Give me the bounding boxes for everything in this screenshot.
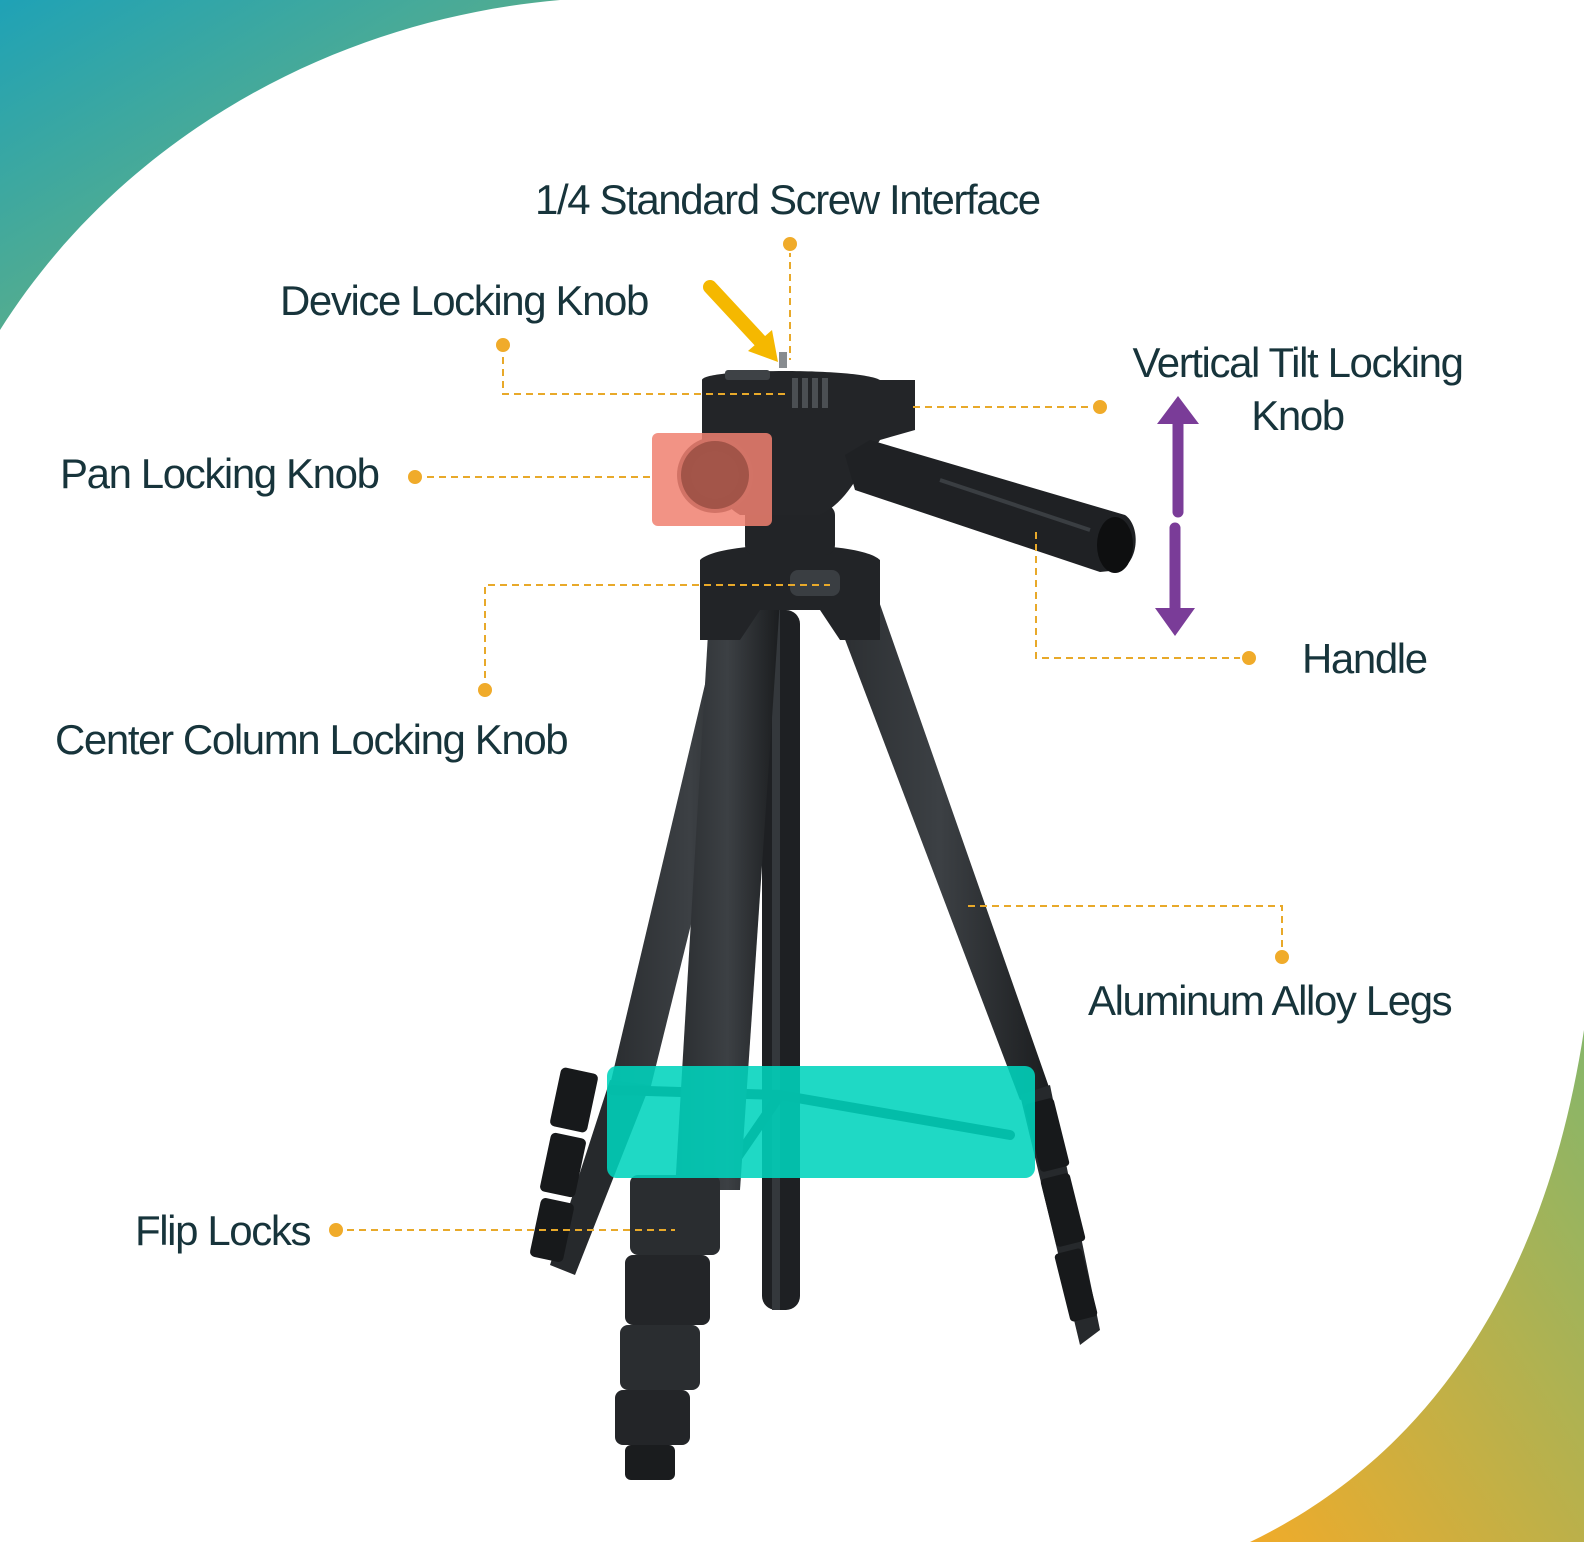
label-handle: Handle (1302, 635, 1428, 682)
tripod-spider (700, 545, 880, 640)
label-flip-locks: Flip Locks (135, 1207, 311, 1254)
label-pan-locking-knob: Pan Locking Knob (60, 450, 380, 497)
label-aluminum-alloy-legs: Aluminum Alloy Legs (1088, 977, 1453, 1024)
tripod-handle (845, 440, 1136, 572)
tripod-leg-front (675, 600, 780, 1190)
flip-lock-highlight (607, 1066, 1035, 1178)
leader-dots (327, 235, 1291, 1239)
label-vertical-tilt-locking-knob: Vertical Tilt Locking Knob (1120, 337, 1475, 442)
leader-lines (335, 250, 1283, 1231)
corner-swoosh-bottom-right (1250, 1030, 1584, 1542)
tripod-leg-right (830, 590, 1050, 1100)
yellow-arrow-icon (703, 280, 778, 362)
corner-swoosh-top-left (0, 0, 560, 330)
screw-interface (779, 352, 787, 368)
purple-double-arrow-icon (1155, 396, 1199, 636)
label-screw-interface: 1/4 Standard Screw Interface (535, 176, 1041, 223)
tripod (530, 352, 1136, 1480)
label-center-column-locking-knob: Center Column Locking Knob (55, 716, 569, 763)
label-device-locking-knob: Device Locking Knob (280, 277, 649, 324)
label-vertical-tilt-line2: Knob (1251, 391, 1345, 439)
device-locking-knob (792, 378, 828, 408)
label-vertical-tilt-line1: Vertical Tilt Locking (1132, 339, 1464, 386)
